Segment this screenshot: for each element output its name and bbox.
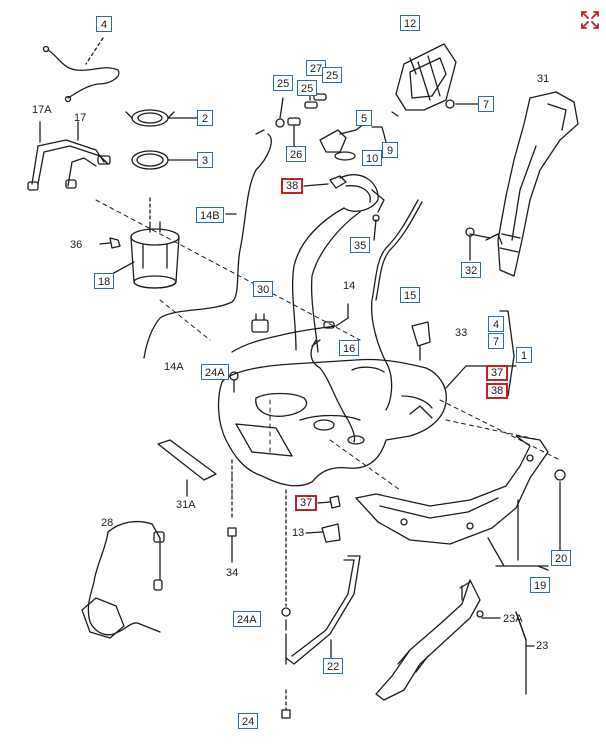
callout-24a-lower[interactable]: 24A: [233, 611, 261, 627]
callout-16[interactable]: 16: [339, 340, 360, 356]
callout-1[interactable]: 1: [516, 347, 532, 363]
part-34-bolt: [227, 459, 237, 563]
label-23a: 23A: [503, 613, 523, 625]
part-36-screw: [99, 237, 121, 249]
callout-30[interactable]: 30: [253, 281, 274, 297]
part-22-strap: [285, 555, 361, 665]
part-15-vent-pipe: [370, 199, 423, 411]
callout-27[interactable]: 27: [306, 60, 327, 76]
part-3-seal: [131, 150, 199, 170]
part-25-26-fittings: [275, 92, 327, 147]
part-28-harness: [81, 520, 165, 639]
part-33-bracket: [411, 321, 431, 361]
group-brackets: [371, 126, 549, 695]
part-24a-nut: [229, 371, 239, 393]
part-16-connector: [310, 339, 356, 443]
part-14b-hose: [143, 129, 272, 359]
callout-24a-upper[interactable]: 24A: [201, 364, 229, 380]
callout-14b[interactable]: 14B: [196, 207, 224, 223]
label-33: 33: [455, 327, 468, 339]
label-14a: 14A: [164, 361, 184, 373]
part-4-hose: [42, 37, 120, 103]
part-23-bracket: [375, 579, 501, 701]
part-1-fuel-tank: [217, 358, 517, 487]
callout-22[interactable]: 22: [323, 658, 344, 674]
part-31a-strip: [157, 439, 217, 497]
callout-10[interactable]: 10: [362, 150, 383, 166]
label-17: 17: [74, 112, 87, 124]
callout-4[interactable]: 4: [96, 16, 112, 32]
callout-32[interactable]: 32: [461, 262, 482, 278]
part-14-line: [231, 303, 349, 353]
label-34: 34: [226, 567, 239, 579]
label-17a: 17A: [32, 104, 52, 116]
part-30-clip: [251, 313, 269, 333]
callout-38-group[interactable]: 38: [486, 383, 509, 399]
callout-7-group[interactable]: 7: [488, 333, 504, 349]
part-13-clip: [305, 523, 341, 543]
label-14: 14: [343, 280, 356, 292]
callout-25-mid[interactable]: 25: [297, 80, 318, 96]
callout-20[interactable]: 20: [551, 550, 572, 566]
filler-neck: [292, 174, 385, 353]
part-37-bolt: [317, 495, 341, 509]
part-12-heat-shield: [391, 43, 481, 117]
callout-12[interactable]: 12: [400, 15, 421, 31]
label-36: 36: [70, 239, 83, 251]
part-38-clip: [303, 175, 347, 189]
alignment-lines: [95, 199, 561, 501]
callout-37-group[interactable]: 37: [486, 365, 509, 381]
part-24-bolts: [281, 489, 291, 719]
part-31-filler-tube: [465, 91, 579, 277]
callout-4-group[interactable]: 4: [488, 316, 504, 332]
label-28: 28: [101, 517, 114, 529]
part-2-locking-ring: [125, 109, 199, 127]
callout-19[interactable]: 19: [530, 577, 551, 593]
callout-35[interactable]: 35: [350, 237, 371, 253]
callout-25-top-left[interactable]: 25: [273, 75, 294, 91]
callout-5[interactable]: 5: [356, 110, 372, 126]
callout-15[interactable]: 15: [400, 287, 421, 303]
callout-2[interactable]: 2: [197, 110, 213, 126]
label-13: 13: [292, 527, 305, 539]
expand-icon[interactable]: [581, 11, 599, 29]
callout-18[interactable]: 18: [94, 273, 115, 289]
callout-37-lower[interactable]: 37: [295, 495, 318, 511]
callout-26[interactable]: 26: [286, 146, 307, 162]
label-31: 31: [537, 73, 550, 85]
part-17-pipes: [27, 121, 111, 191]
part-19-crossmember: [355, 435, 566, 571]
callout-24[interactable]: 24: [238, 713, 259, 729]
label-23: 23: [536, 640, 549, 652]
callout-7-top[interactable]: 7: [478, 96, 494, 112]
callout-25-right[interactable]: 25: [322, 67, 343, 83]
callout-9[interactable]: 9: [382, 142, 398, 158]
callout-38-top[interactable]: 38: [281, 178, 304, 194]
part-18-fuel-pump: [111, 197, 180, 289]
callout-3[interactable]: 3: [197, 152, 213, 168]
label-31a: 31A: [176, 499, 196, 511]
part-5-filler-cap: [319, 123, 365, 161]
